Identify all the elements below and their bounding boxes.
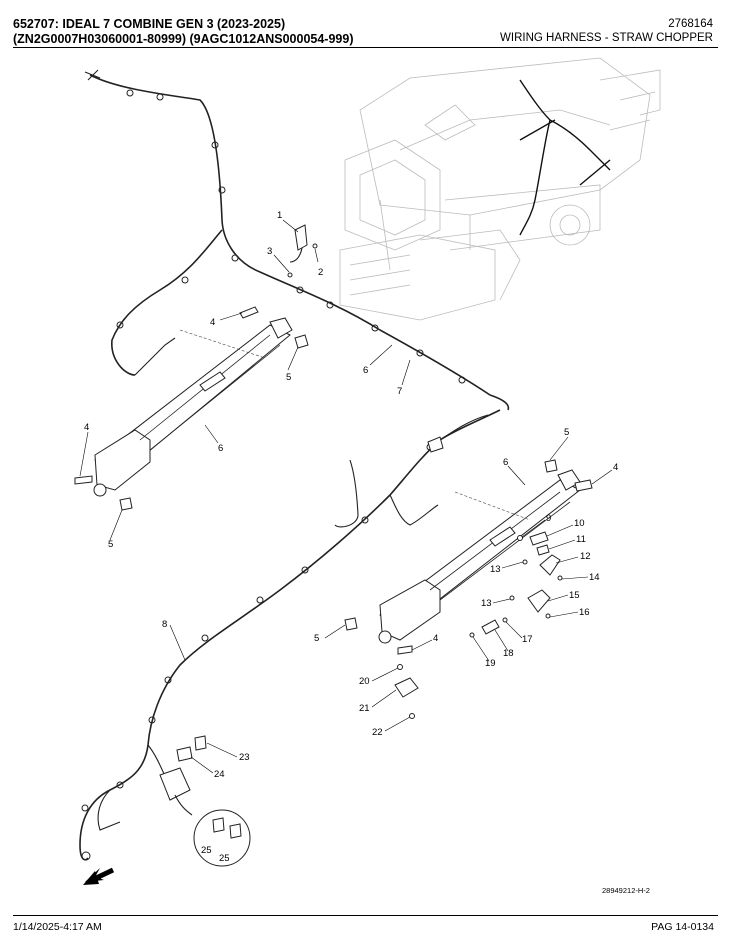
callout-5c: 5 — [564, 427, 569, 438]
callout-13a: 13 — [490, 564, 501, 575]
actuator-upper-left — [74, 306, 309, 511]
callout-9: 9 — [546, 513, 551, 524]
bracket-assembly-20-22 — [394, 664, 419, 719]
callout-10: 10 — [574, 518, 585, 529]
actuator-lower-right — [344, 459, 593, 655]
callout-20: 20 — [359, 676, 370, 687]
leader-lines — [79, 219, 613, 774]
callout-3: 3 — [267, 246, 272, 257]
callout-5b: 5 — [108, 539, 113, 550]
callout-8b: 8 — [162, 619, 167, 630]
callout-15: 15 — [569, 590, 580, 601]
callout-1: 1 — [277, 210, 282, 221]
document-title: 652707: IDEAL 7 COMBINE GEN 3 (2023-2025… — [13, 17, 354, 47]
print-timestamp: 1/14/2025-4:17 AM — [13, 921, 102, 933]
hardware-cluster — [469, 531, 563, 638]
section-title: WIRING HARNESS - STRAW CHOPPER — [500, 32, 713, 44]
callout-16: 16 — [579, 607, 590, 618]
callout-25a: 25 — [201, 845, 212, 856]
callout-24: 24 — [214, 769, 225, 780]
orientation-arrow-icon — [83, 867, 115, 885]
lower-harness — [79, 409, 501, 861]
connector-assembly-23-25 — [159, 735, 251, 867]
callout-6b: 6 — [503, 457, 508, 468]
callout-labels: 1 2 3 4 5 6 7 4 6 5 5 6 4 5 4 9 10 11 12… — [84, 210, 650, 895]
callout-4c: 4 — [613, 462, 618, 473]
callout-8a: 7 — [397, 386, 402, 397]
callout-13b: 13 — [481, 598, 492, 609]
section-header: 2768164 WIRING HARNESS - STRAW CHOPPER — [500, 17, 713, 45]
sensor-assembly-top — [287, 224, 318, 278]
callout-18: 18 — [503, 648, 514, 659]
figure-id: 28949212-H-2 — [602, 886, 650, 895]
header-rule — [13, 47, 718, 48]
callout-22: 22 — [372, 727, 383, 738]
callout-19: 19 — [485, 658, 496, 669]
callout-17: 17 — [522, 634, 533, 645]
combine-machine-illustration — [339, 57, 661, 321]
title-line-2: (ZN2G0007H03060001-80999) (9AGC1012ANS00… — [13, 32, 354, 46]
page-number: PAG 14-0134 — [651, 921, 714, 933]
callout-11: 11 — [576, 534, 586, 545]
callout-21: 21 — [359, 703, 370, 714]
title-line-1: 652707: IDEAL 7 COMBINE GEN 3 (2023-2025… — [13, 17, 286, 31]
callout-2: 2 — [318, 267, 323, 278]
callout-7: 6 — [363, 365, 368, 376]
callout-4d: 4 — [433, 633, 438, 644]
footer-rule — [13, 915, 718, 916]
callout-4b: 4 — [84, 422, 89, 433]
callout-5a: 5 — [286, 372, 291, 383]
part-number: 2768164 — [668, 18, 713, 30]
upper-harness — [84, 69, 510, 411]
callout-5d: 5 — [314, 633, 319, 644]
callout-12: 12 — [580, 551, 591, 562]
callout-6a: 6 — [218, 443, 223, 454]
callout-14: 14 — [589, 572, 600, 583]
callout-4a: 4 — [210, 317, 215, 328]
callout-25b: 25 — [219, 853, 230, 864]
callout-23: 23 — [239, 752, 250, 763]
